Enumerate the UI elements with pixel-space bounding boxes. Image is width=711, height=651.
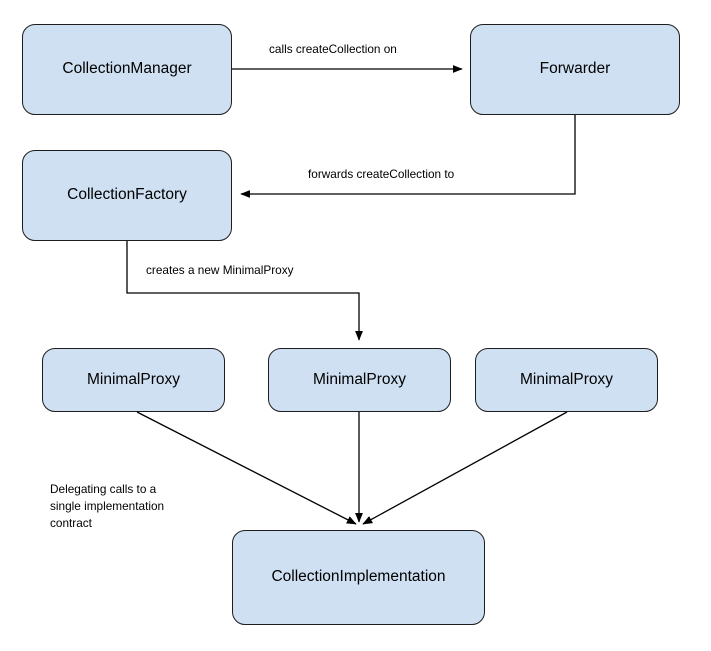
node-collection-implementation[interactable]: CollectionImplementation (232, 530, 485, 625)
node-label-minimal-proxy-2: MinimalProxy (312, 370, 406, 388)
node-minimal-proxy-3[interactable]: MinimalProxy (475, 348, 658, 412)
node-minimal-proxy-1[interactable]: MinimalProxy (42, 348, 225, 412)
node-minimal-proxy-2[interactable]: MinimalProxy (268, 348, 451, 412)
node-label-collection-manager: CollectionManager (62, 60, 192, 78)
node-label-minimal-proxy-3: MinimalProxy (519, 370, 613, 388)
node-collection-manager[interactable]: CollectionManager (22, 24, 232, 115)
edge-label-factory-to-proxy: creates a new MinimalProxy (146, 263, 294, 277)
edge-label-forwarder-to-factory: forwards createCollection to (308, 167, 455, 181)
node-label-collection-factory: CollectionFactory (67, 186, 187, 204)
edge-label-manager-to-forwarder: calls createCollection on (269, 42, 397, 56)
edge-factory-to-proxy (126, 241, 363, 341)
note-delegation: Delegating calls to a single implementat… (50, 482, 165, 530)
node-label-collection-implementation: CollectionImplementation (271, 568, 446, 586)
edge-proxy1-to-implementation (136, 411, 357, 525)
node-collection-factory[interactable]: CollectionFactory (22, 150, 232, 241)
node-label-forwarder: Forwarder (539, 60, 611, 78)
node-forwarder[interactable]: Forwarder (470, 24, 680, 115)
node-label-minimal-proxy-1: MinimalProxy (86, 370, 180, 388)
edge-proxy3-to-implementation (362, 411, 568, 525)
